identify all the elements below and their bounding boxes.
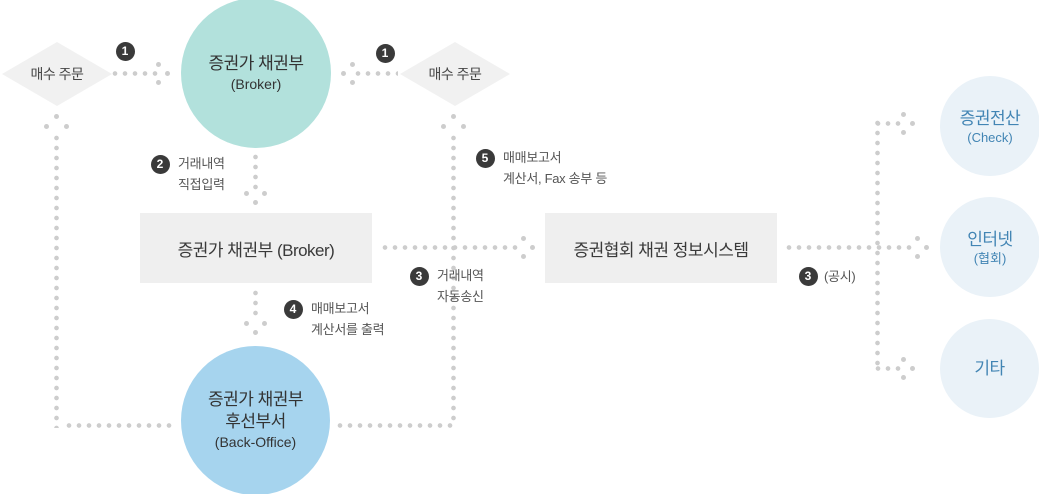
arrow-left-icon xyxy=(349,61,355,67)
node-title: 증권가 채권부 xyxy=(207,390,304,409)
node-check-terminal: 증권전산 (Check) xyxy=(940,76,1039,176)
node-subtitle: (Check) xyxy=(967,129,1013,145)
arrow-right-icon xyxy=(155,61,161,67)
step-badge-4: 4 xyxy=(283,299,303,319)
arrow-right-icon xyxy=(529,244,535,250)
arrow-up-icon xyxy=(460,123,466,129)
step-label-2: 거래내역 직접입력 xyxy=(178,153,225,195)
dotted-line xyxy=(353,70,398,76)
step-badge-3-mid: 3 xyxy=(409,266,429,286)
arrow-right-icon xyxy=(909,365,915,371)
dotted-line xyxy=(64,422,172,428)
dotted-line xyxy=(252,288,258,320)
step-badge-3-right: 3 xyxy=(798,266,818,286)
step-badge-1-right: 1 xyxy=(375,43,395,63)
arrow-up-icon xyxy=(440,123,446,129)
arrow-down-icon xyxy=(261,190,267,196)
node-buy-order-left: 매수 주문 xyxy=(2,42,112,106)
arrow-down-icon xyxy=(261,320,267,326)
step-label-4: 매매보고서 계산서를 출력 xyxy=(311,298,385,340)
node-label: 증권협회 채권 정보시스템 xyxy=(573,240,750,260)
arrow-right-icon xyxy=(914,253,920,259)
step-label-line: 거래내역 xyxy=(437,268,484,283)
dotted-line xyxy=(873,120,901,126)
arrow-right-icon xyxy=(520,253,526,259)
node-title: 증권가 채권부 xyxy=(208,53,304,73)
step-label-line: 자동송신 xyxy=(437,289,484,304)
step-label-line: 계산서, Fax 송부 등 xyxy=(503,171,607,186)
step-label-3-mid: 거래내역 자동송신 xyxy=(437,265,484,307)
arrow-down-icon xyxy=(252,329,258,335)
node-back-office: 증권가 채권부 후선부서 (Back-Office) xyxy=(181,346,330,494)
step-badge-1-left: 1 xyxy=(115,41,135,61)
arrow-right-icon xyxy=(900,111,906,117)
node-etc: 기타 xyxy=(940,319,1039,418)
arrow-down-icon xyxy=(243,320,249,326)
arrow-up-icon xyxy=(63,123,69,129)
dotted-line xyxy=(53,133,59,428)
step-label-line: (공시) xyxy=(824,269,856,284)
node-label: 매수 주문 xyxy=(30,66,84,82)
node-broker-desk: 증권가 채권부 (Broker) xyxy=(140,213,372,283)
node-broker-dept: 증권가 채권부 (Broker) xyxy=(181,0,331,148)
arrow-down-icon xyxy=(252,199,258,205)
node-internet: 인터넷 (협회) xyxy=(940,197,1039,297)
step-label-line: 매매보고서 xyxy=(503,150,562,165)
dotted-line xyxy=(252,152,258,190)
node-subtitle: (Back-Office) xyxy=(214,434,297,450)
node-title: 증권전산 xyxy=(959,108,1021,128)
step-badge-5: 5 xyxy=(475,148,495,168)
node-label: 증권가 채권부 (Broker) xyxy=(177,240,335,260)
dotted-line xyxy=(335,422,454,428)
node-title2: 후선부서 xyxy=(225,412,286,431)
step-badge-2: 2 xyxy=(150,154,170,174)
arrow-up-icon xyxy=(450,113,456,119)
step-label-line: 직접입력 xyxy=(178,177,225,192)
node-buy-order-right: 매수 주문 xyxy=(400,42,510,106)
arrow-down-icon xyxy=(243,190,249,196)
arrow-right-icon xyxy=(909,120,915,126)
arrow-up-icon xyxy=(53,113,59,119)
arrow-right-icon xyxy=(900,374,906,380)
node-ksda-bond-info-system: 증권협회 채권 정보시스템 xyxy=(545,213,777,283)
step-label-3-right: (공시) xyxy=(824,266,856,287)
node-label: 매수 주문 xyxy=(428,66,482,82)
arrow-up-icon xyxy=(43,123,49,129)
arrow-right-icon xyxy=(520,235,526,241)
arrow-right-icon xyxy=(923,244,929,250)
arrow-left-icon xyxy=(349,79,355,85)
arrow-left-icon xyxy=(340,70,346,76)
step-label-5: 매매보고서 계산서, Fax 송부 등 xyxy=(503,147,607,189)
dotted-line xyxy=(380,244,520,250)
step-label-line: 계산서를 출력 xyxy=(311,322,385,337)
step-label-line: 매매보고서 xyxy=(311,301,370,316)
arrow-right-icon xyxy=(914,235,920,241)
node-subtitle: (Broker) xyxy=(230,75,282,92)
step-label-line: 거래내역 xyxy=(178,156,225,171)
arrow-right-icon xyxy=(900,129,906,135)
node-title: 인터넷 xyxy=(967,229,1013,249)
dotted-line xyxy=(874,118,880,370)
dotted-line xyxy=(110,70,158,76)
node-subtitle: (협회) xyxy=(973,250,1007,266)
dotted-line xyxy=(873,365,901,371)
dotted-line xyxy=(784,244,912,250)
arrow-right-icon xyxy=(155,79,161,85)
node-label: 기타 xyxy=(974,359,1005,378)
arrow-right-icon xyxy=(164,70,170,76)
arrow-right-icon xyxy=(900,356,906,362)
